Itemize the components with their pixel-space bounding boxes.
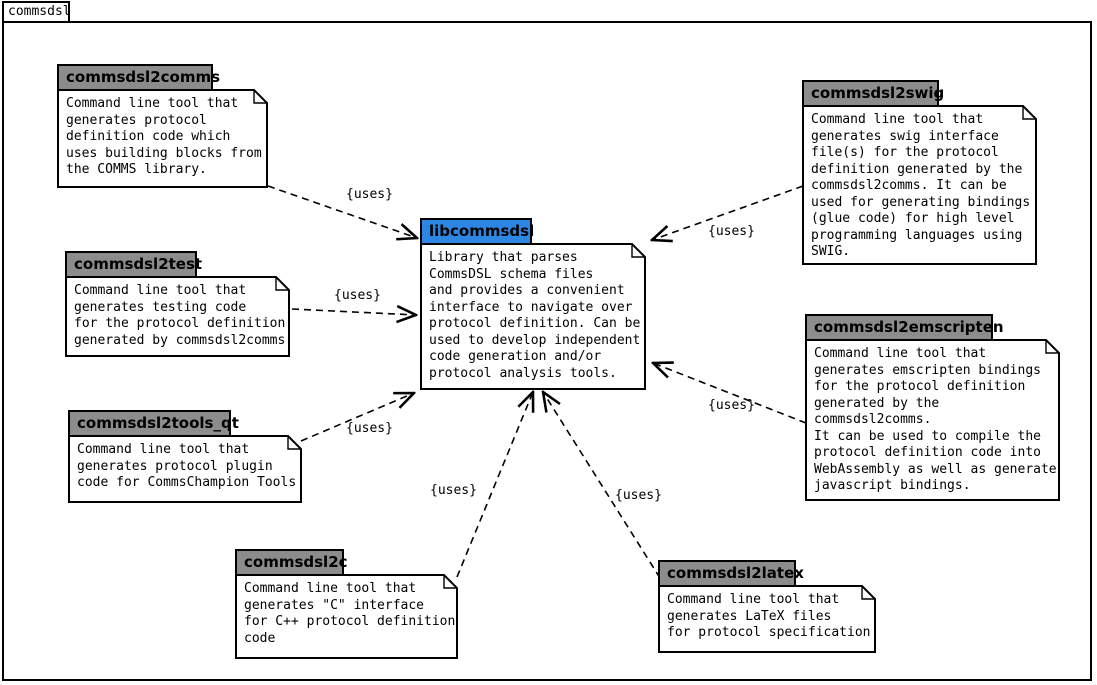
note-shape (658, 585, 876, 653)
edge-label-uses: {uses} (334, 288, 381, 303)
node-title: commsdsl2emscripten (805, 314, 1004, 341)
node-body: Command line tool that generates "C" int… (235, 574, 458, 659)
edge-label-uses: {uses} (615, 488, 662, 503)
node-title: libcommsdsl (420, 218, 534, 245)
edge-label-uses: {uses} (346, 421, 393, 436)
node-title: commsdsl2latex (658, 560, 804, 587)
edge-label-uses: {uses} (346, 187, 393, 202)
node-body: Command line tool that generates LaTeX f… (658, 585, 876, 653)
note-shape (235, 574, 458, 659)
node-body: Library that parses CommsDSL schema file… (420, 243, 646, 390)
edge-label-uses: {uses} (430, 483, 477, 498)
node-body: Command line tool that generates testing… (65, 276, 290, 357)
note-shape (420, 243, 646, 390)
node-title: commsdsl2test (65, 251, 202, 278)
note-shape (68, 435, 302, 503)
node-body: Command line tool that generates protoco… (57, 89, 268, 188)
note-shape (805, 339, 1060, 501)
node-body: Command line tool that generates swig in… (802, 105, 1037, 265)
edge-label-uses: {uses} (708, 398, 755, 413)
node-title: commsdsl2c (235, 549, 348, 576)
node-title: commsdsl2tools_qt (68, 410, 239, 437)
note-shape (57, 89, 268, 188)
frame-label: commsdsl (2, 1, 71, 23)
diagram-frame (2, 21, 1092, 681)
node-body: Command line tool that generates emscrip… (805, 339, 1060, 501)
node-title: commsdsl2comms (57, 64, 220, 91)
node-title: commsdsl2swig (802, 80, 944, 107)
node-body: Command line tool that generates protoco… (68, 435, 302, 503)
note-shape (65, 276, 290, 357)
edge-label-uses: {uses} (708, 224, 755, 239)
